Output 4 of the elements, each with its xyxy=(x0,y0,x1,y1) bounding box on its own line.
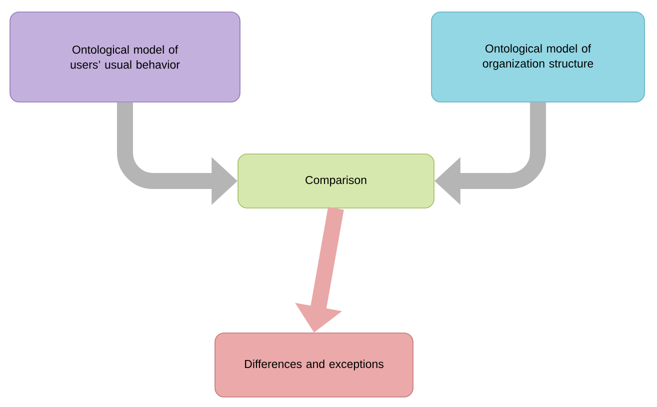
process-box: Differences and exceptions xyxy=(214,332,414,398)
process-box: Ontological model of users’ usual behavior xyxy=(10,12,240,102)
process-box: Comparison xyxy=(238,154,434,208)
process-box: Ontological model of organization structure xyxy=(431,12,645,102)
